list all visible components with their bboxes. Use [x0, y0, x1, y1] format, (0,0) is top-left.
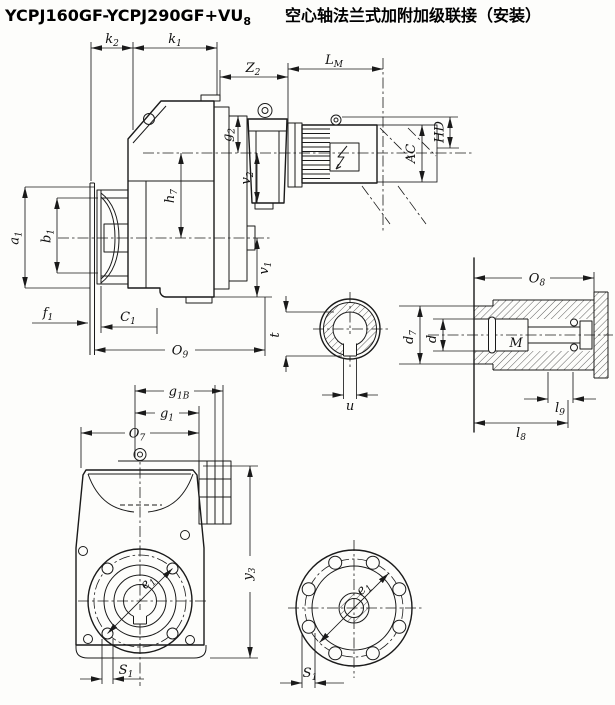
title-model: YCPJ160GF-YCPJ290GF+VU8	[4, 6, 251, 28]
dim-d7: d7	[402, 330, 419, 344]
coupling-drum	[100, 189, 129, 285]
keyway-slot	[343, 334, 357, 356]
motor-fins	[302, 128, 330, 179]
dim-e1-front: e1	[137, 572, 159, 594]
front-housing-outline	[75, 469, 205, 646]
bolt-circle	[93, 554, 187, 648]
washer	[570, 343, 578, 352]
section-hatch	[323, 302, 377, 356]
title-description: 空心轴法兰式加附加级联接（安装）	[285, 6, 541, 25]
gearbox-housing-outline	[127, 100, 215, 298]
dim-f1: f1	[42, 306, 54, 323]
dim-c1: C1	[120, 310, 136, 327]
dim-k1: k1	[168, 32, 182, 49]
housing-bolt-hole	[180, 530, 190, 540]
dim-v2: v2	[239, 171, 256, 184]
motor-eyebolt-icon	[330, 114, 342, 126]
dim-l9: l9	[555, 401, 565, 418]
bell-housing-foot	[254, 202, 274, 210]
dim-o7: O7	[129, 427, 146, 444]
housing-corner-hole	[143, 113, 155, 125]
dim-g1: g1	[160, 407, 174, 424]
flange-bolt-circle	[304, 558, 404, 658]
housing-bolt-hole	[185, 635, 195, 645]
side-view-dimensions: k2 k1 Z2 LM g2 h7 v2 v1 a1	[8, 32, 453, 361]
dim-a1: a1	[8, 231, 25, 245]
flange-outer-circle	[295, 549, 413, 667]
bell-housing	[247, 103, 288, 210]
shaft-end-plate	[594, 292, 608, 378]
dim-g1b: g1B	[169, 385, 190, 402]
flange-bolt-hole	[101, 562, 114, 575]
flange-bolt-holes	[301, 555, 407, 661]
base-flange	[75, 645, 207, 659]
motor	[287, 114, 378, 188]
dim-t: t	[268, 332, 283, 338]
front-housing	[75, 448, 232, 659]
flange-outer-circle	[87, 548, 193, 654]
flange-bolt-hole	[166, 627, 179, 640]
dim-s1-front: S1	[119, 663, 134, 680]
dim-lm: LM	[324, 53, 344, 70]
retaining-ring-groove	[488, 316, 496, 354]
dim-u: u	[346, 399, 354, 414]
dim-y3: y3	[241, 567, 258, 581]
shaft-section-view: t u	[268, 292, 388, 414]
shaft-retaining-bolt	[528, 318, 593, 352]
front-view-dimensions: g1B g1 O7 y3 S1	[80, 385, 258, 684]
dim-k2: k2	[105, 32, 119, 49]
dim-m-thread: M	[508, 336, 523, 351]
dim-g2: g2	[221, 128, 238, 142]
lightning-bolt-icon	[335, 145, 348, 170]
dim-hd: HD	[433, 121, 448, 144]
housing-top-bracket	[200, 94, 221, 102]
dim-b1: b1	[40, 229, 57, 243]
bolt-head	[579, 320, 593, 350]
flange-view: e1 S1	[280, 540, 422, 688]
gearbox-housing	[127, 94, 256, 304]
front-eyebolt-icon	[133, 448, 147, 461]
mounting-flange-plate	[89, 182, 102, 355]
housing-bolt-hole	[83, 634, 93, 644]
phantom-motor-outline	[376, 124, 438, 183]
dim-d: d	[425, 335, 440, 343]
housing-foot	[185, 296, 213, 304]
hollow-shaft-body	[473, 257, 609, 433]
front-keyway-slot	[133, 610, 147, 624]
shaft-od-circle	[319, 298, 381, 360]
dim-l8: l8	[516, 426, 526, 443]
title: YCPJ160GF-YCPJ290GF+VU8 空心轴法兰式加附加级联接（安装）	[4, 6, 541, 28]
hollow-shaft-detail-view: M O8 d7 d l9 l8	[399, 257, 613, 443]
dim-o9: O9	[172, 344, 189, 361]
side-view: k2 k1 Z2 LM g2 h7 v2 v1 a1	[8, 32, 472, 361]
dim-s1-flange: S1	[303, 666, 318, 683]
dim-z2: Z2	[245, 61, 261, 78]
front-view: e1 g1B g1 O7 y3	[75, 385, 258, 686]
bell-eyebolt-icon	[257, 103, 273, 118]
dim-o8: O8	[529, 272, 546, 289]
washer	[570, 318, 578, 327]
motor-terminal-box	[329, 142, 360, 172]
phantom-motor	[342, 116, 459, 225]
housing-bolt-hole	[78, 546, 88, 556]
dim-h7: h7	[163, 189, 180, 203]
dim-v1: v1	[257, 261, 274, 274]
dim-ac: AC	[404, 144, 419, 164]
side-flange-edge	[198, 460, 232, 525]
